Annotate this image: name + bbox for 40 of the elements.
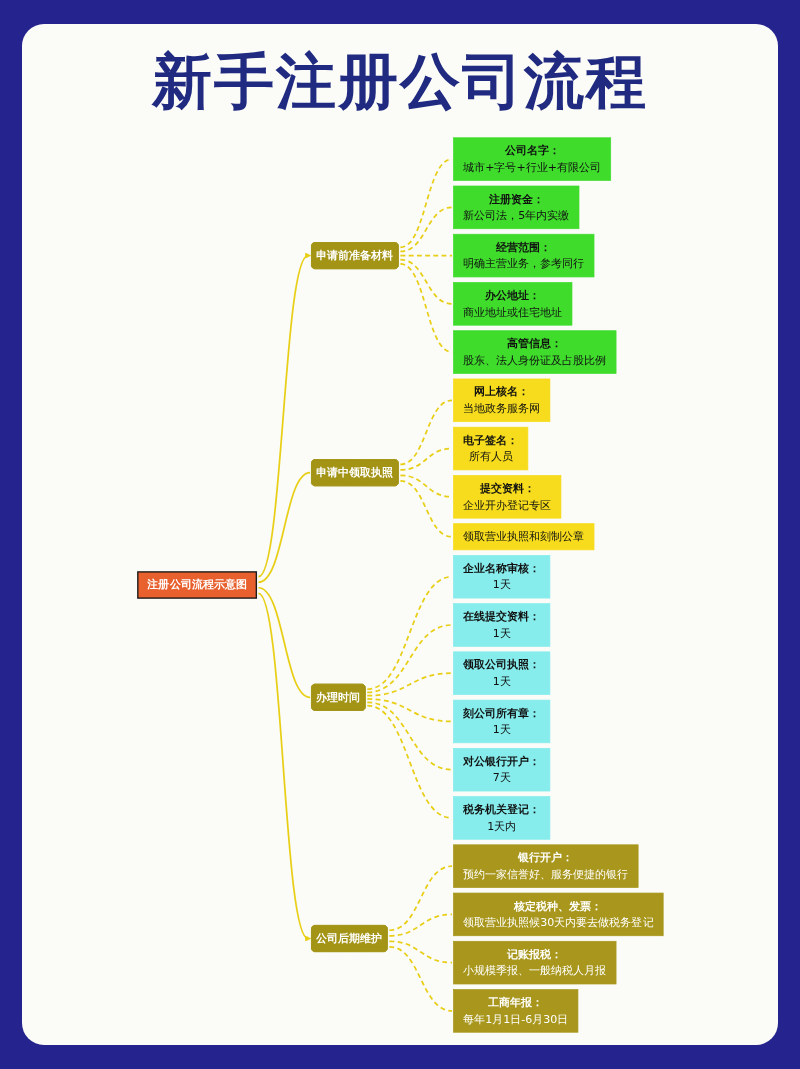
item-box: 记账报税： 小规模季报、一般纳税人月报 bbox=[452, 940, 616, 984]
item-box: 高管信息： 股东、法人身份证及占股比例 bbox=[452, 329, 616, 374]
main-topic-box: 注册公司流程示意图 bbox=[136, 570, 257, 599]
dashed-connector bbox=[388, 913, 453, 937]
dashed-connector bbox=[399, 254, 453, 256]
item-box: 经营范围： 明确主营业务，参考同行 bbox=[452, 233, 594, 277]
item-box: 在线提交资料： 1天 bbox=[452, 602, 550, 647]
item-box: 办公地址： 商业地址或住宅地址 bbox=[452, 281, 572, 326]
dashed-connector bbox=[399, 479, 453, 538]
dashed-connector bbox=[365, 697, 453, 722]
item-box: 网上核名： 当地政务服务网 bbox=[452, 378, 550, 422]
connector-arrow bbox=[257, 252, 310, 578]
topic-box: 公司后期维护 bbox=[310, 924, 388, 952]
dashed-connector bbox=[365, 700, 453, 771]
item-box: 工商年报： 每年1月1日-6月30日 bbox=[452, 988, 578, 1033]
dashed-connector bbox=[399, 398, 453, 465]
dashed-connector bbox=[399, 258, 453, 305]
topic-box: 办理时间 bbox=[310, 683, 366, 711]
item-box: 提交资料： 企业开办登记专区 bbox=[452, 474, 561, 518]
title: 新手注册公司流程 bbox=[152, 46, 648, 116]
dashed-connector bbox=[365, 671, 453, 697]
item-box: 领取公司执照： 1天 bbox=[452, 651, 550, 695]
topic-box: 申请前准备材料 bbox=[310, 241, 399, 269]
dashed-connector bbox=[388, 864, 453, 931]
dashed-connector bbox=[365, 623, 453, 693]
dashed-connector bbox=[388, 939, 453, 963]
dashed-connector bbox=[388, 945, 453, 1012]
item-box: 电子签名： 所有人员 bbox=[452, 426, 528, 470]
item-box: 领取营业执照和刻制公章 bbox=[452, 522, 594, 550]
item-box: 注册资金： 新公司法，5年内实缴 bbox=[452, 185, 579, 229]
dashed-connector bbox=[399, 206, 453, 252]
item-box: 税务机关登记： 1天内 bbox=[452, 795, 550, 840]
item-box: 刻公司所有章： 1天 bbox=[452, 699, 550, 743]
item-box: 银行开户： 预约一家信誉好、服务便捷的银行 bbox=[452, 843, 638, 888]
connector-arrow bbox=[257, 591, 310, 941]
item-box: 核定税种、发票： 领取营业执照候30天内要去做税务登记 bbox=[452, 892, 664, 936]
topic-box: 申请中领取执照 bbox=[310, 458, 399, 486]
item-box: 对公银行开户： 7天 bbox=[452, 747, 550, 791]
item-box: 公司名字： 城市+字号+行业+有限公司 bbox=[452, 136, 611, 181]
item-box: 企业名称审核： 1天 bbox=[452, 554, 550, 598]
